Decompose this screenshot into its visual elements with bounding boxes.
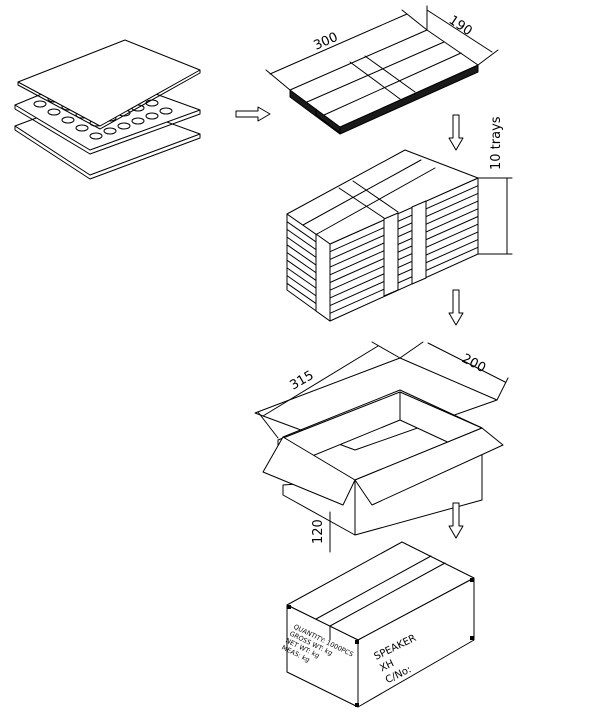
tray-cavity: [47, 108, 61, 116]
down-arrow-2: [448, 289, 464, 326]
dim-label-300: 300: [312, 30, 341, 54]
bottom-sheet-edge: [14, 125, 201, 180]
tray-cavity: [33, 100, 47, 108]
tray-cavity: [75, 124, 89, 132]
sealed-carton: QUANTITY: 1000PCS GROSS WT: kg NET WT: k…: [280, 541, 475, 708]
stack-tape-b: [316, 167, 436, 235]
stack-label: 10 trays: [489, 116, 504, 170]
stack-band-front-b: [411, 200, 427, 285]
tray-strap-b: [323, 52, 462, 116]
carton-front-flap: [354, 427, 504, 506]
corner-marks: [287, 578, 474, 707]
cover-sheet-edge: [17, 69, 201, 130]
tray-cavity: [131, 117, 145, 125]
stack-band-left: [315, 233, 331, 322]
down-arrow-1: [448, 114, 464, 151]
down-arrow-3: [448, 502, 464, 539]
tray-cavity: [103, 127, 117, 135]
dim-line-200: [427, 342, 506, 383]
tray-tape-b: [364, 55, 416, 93]
tray-seam: [315, 108, 341, 134]
tray-cavity: [117, 122, 131, 130]
exploded-tray-layers: [14, 39, 201, 180]
tray-tape-a: [349, 61, 401, 100]
open-carton: 315 200 120: [254, 341, 509, 553]
tray-cavity: [89, 132, 103, 140]
stack-band-front: [383, 212, 399, 297]
tray-stack: 10 trays: [286, 116, 513, 322]
sealed-tape-a: [315, 555, 432, 620]
stack-strap-b: [352, 180, 399, 213]
dim-label-200: 200: [459, 351, 488, 376]
tray-cavity: [61, 116, 75, 124]
carton-top-rim: [282, 389, 483, 438]
tray-cavity: [159, 107, 173, 115]
sealed-tape-b: [329, 562, 446, 627]
dim-line-315: [262, 345, 379, 417]
stack-strap-a: [338, 187, 385, 219]
taped-tray: 300 190: [265, 5, 499, 135]
dim-label-120: 120: [311, 519, 326, 544]
dim-label-315: 315: [288, 368, 317, 393]
tray-cavity: [145, 112, 159, 120]
dim-line-190: [426, 9, 493, 53]
dim-label-190: 190: [446, 13, 475, 39]
tray-strap-a: [306, 41, 445, 103]
blister-tray-edge: [14, 104, 201, 155]
right-arrow: [235, 106, 271, 122]
stack-tape-a: [302, 159, 422, 226]
dim-line-300: [269, 13, 408, 75]
